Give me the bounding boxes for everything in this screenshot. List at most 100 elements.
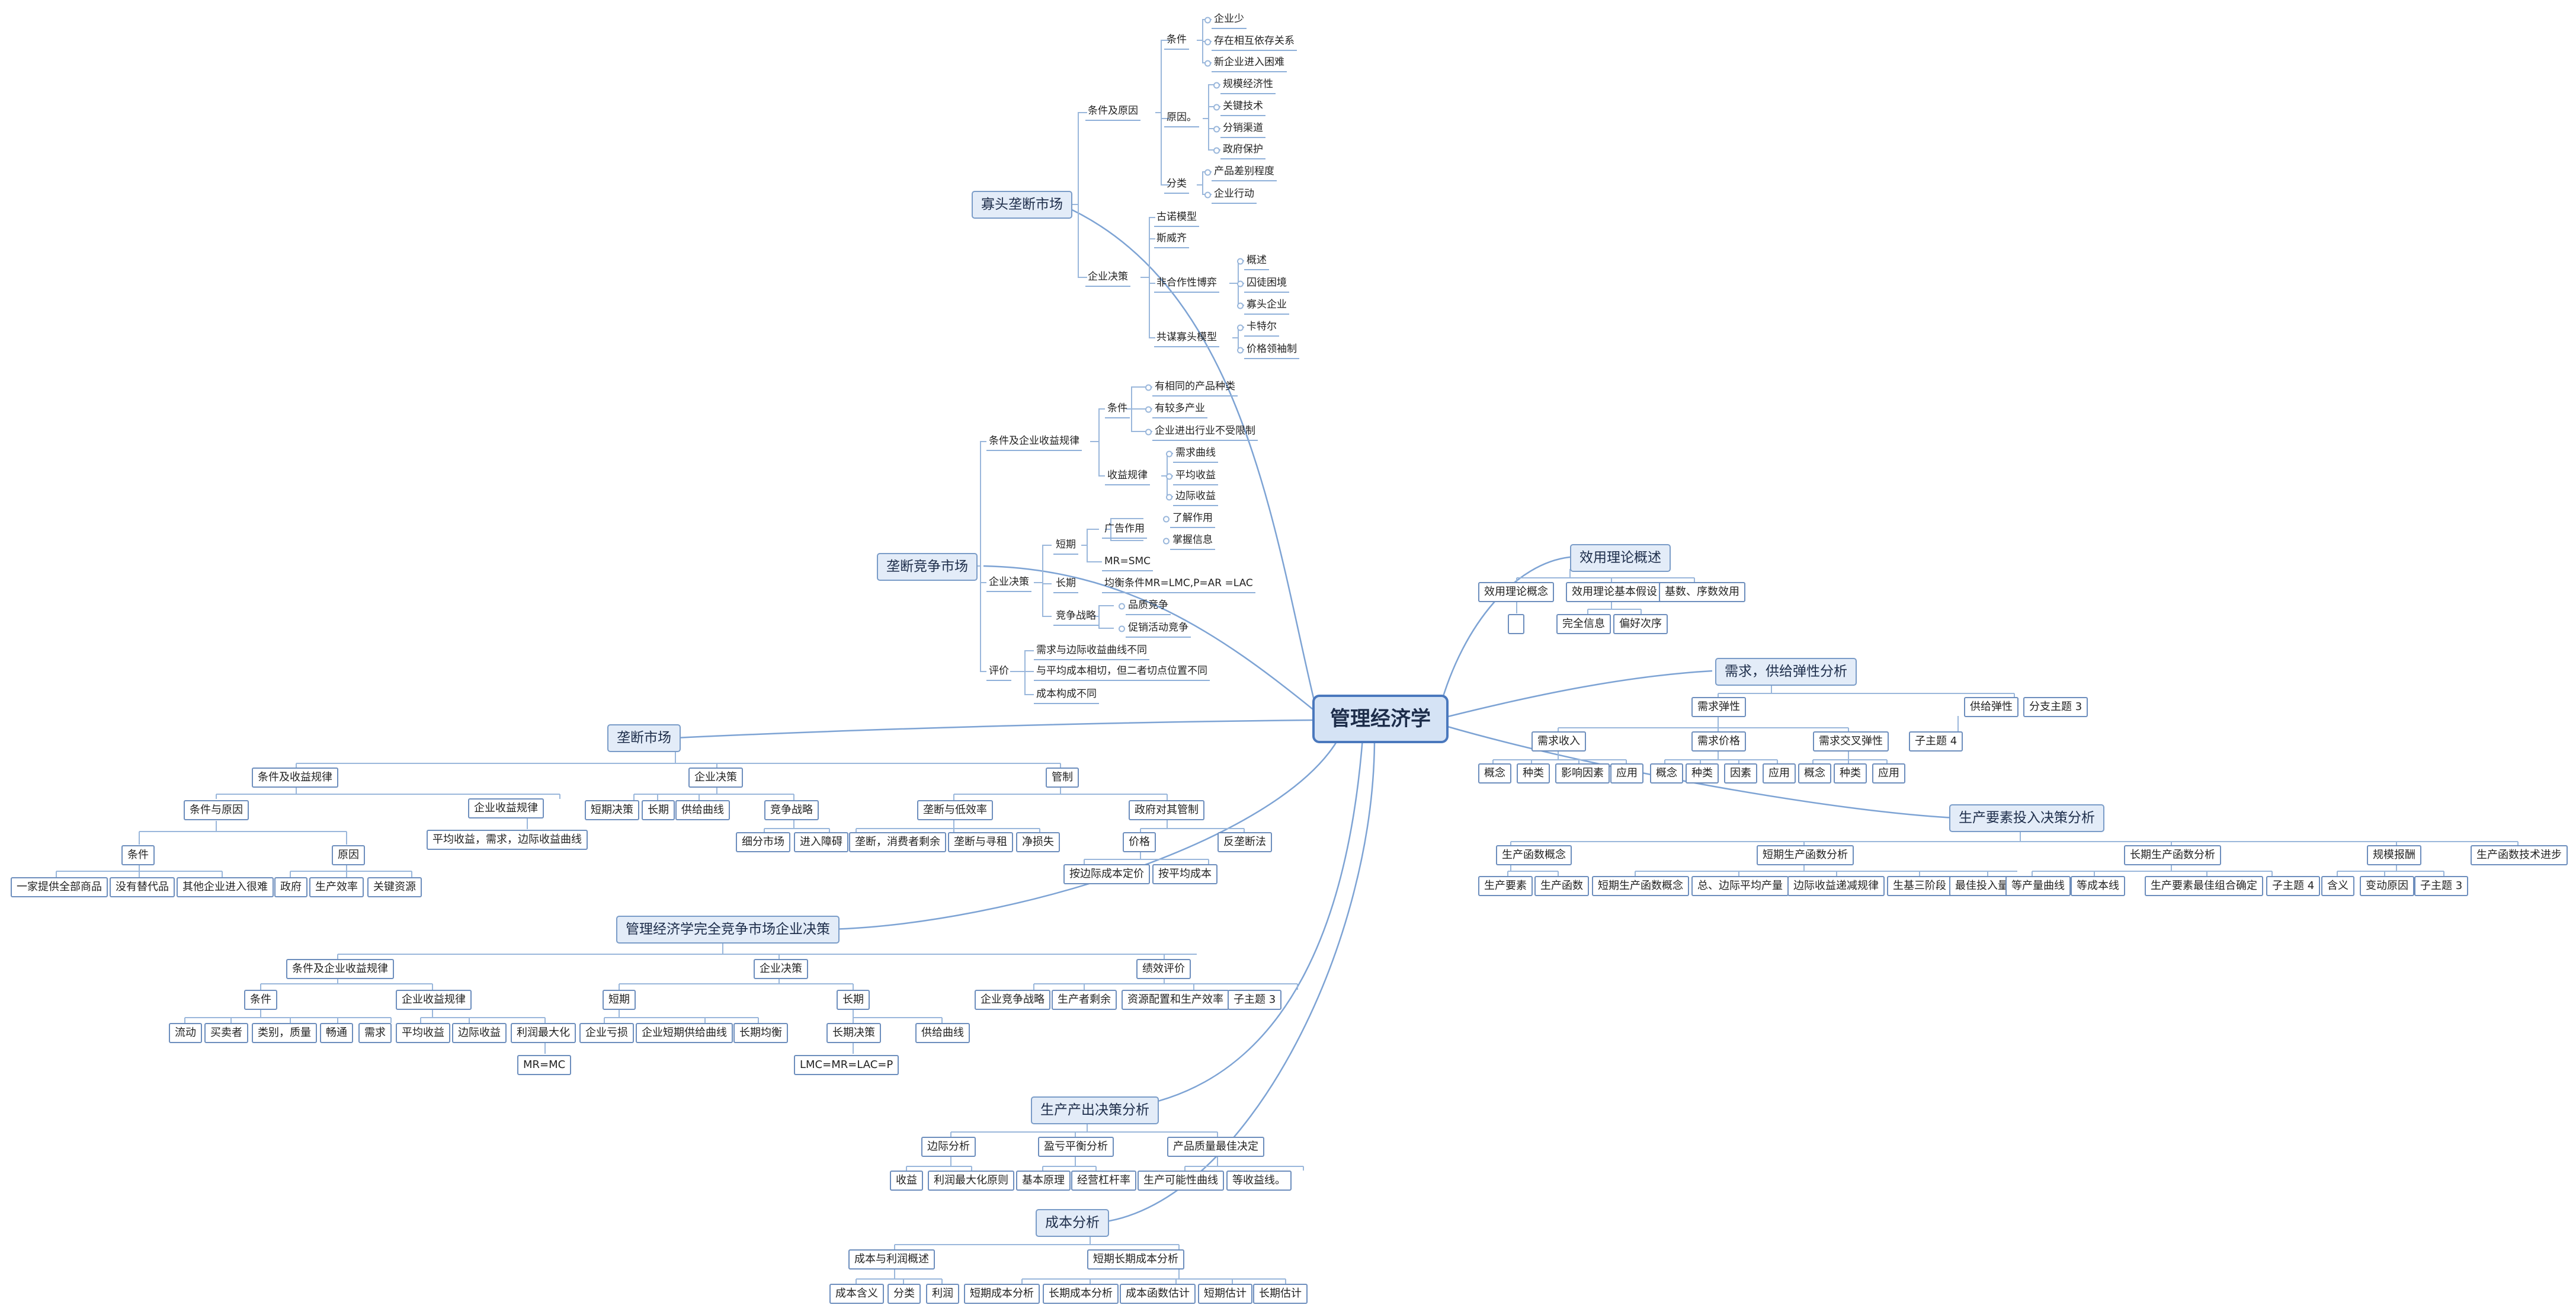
pc-perf-item[interactable]: 生产者剩余 [1052, 990, 1117, 1010]
util-cardinal[interactable]: 基数、序数效用 [1659, 582, 1745, 602]
root-topic[interactable]: 管理经济学 [1312, 695, 1449, 743]
mc-decision[interactable]: 企业决策 [986, 575, 1031, 592]
dem-cross-item[interactable]: 种类 [1834, 763, 1867, 784]
dem-price-item[interactable]: 种类 [1686, 763, 1719, 784]
olig-reason-item[interactable]: 关键技术 [1220, 99, 1265, 116]
mc-eval-item[interactable]: 与平均成本相切，但二者切点位置不同 [1034, 664, 1210, 681]
dem-price-item[interactable]: 因素 [1724, 763, 1757, 784]
main-topic-utility[interactable]: 效用理论概述 [1570, 544, 1671, 572]
cost-sl-item[interactable]: 成本函数估计 [1120, 1284, 1196, 1304]
pc-cond-item[interactable]: 买卖者 [204, 1023, 248, 1043]
olig-sweezy[interactable]: 斯威齐 [1154, 231, 1189, 248]
mono-cond-rev[interactable]: 条件及收益规律 [252, 768, 338, 788]
mc-strategy-item[interactable]: 品质竞争 [1126, 598, 1171, 615]
main-topic-monopoly[interactable]: 垄断市场 [607, 724, 681, 752]
olig-cond-item[interactable]: 企业少 [1212, 12, 1247, 29]
prod-breakeven-item[interactable]: 基本原理 [1016, 1171, 1071, 1191]
olig-noncoop-item[interactable]: 概述 [1244, 253, 1269, 270]
olig-collusion[interactable]: 共谋寡头模型 [1154, 330, 1219, 347]
mc-rev-item[interactable]: 平均收益 [1173, 468, 1218, 485]
mono-rev-item[interactable]: 平均收益，需求，边际收益曲线 [427, 830, 588, 850]
olig-classify-item[interactable]: 产品差别程度 [1212, 164, 1277, 181]
fac-scale-item[interactable]: 子主题 3 [2414, 876, 2469, 896]
dem-income-item[interactable]: 影响因素 [1555, 763, 1610, 784]
fac-long-item[interactable]: 等成本线 [2071, 876, 2125, 896]
mc-rev-item[interactable]: 需求曲线 [1173, 446, 1218, 463]
dem-demand-elastic[interactable]: 需求弹性 [1691, 697, 1746, 717]
pc-supply[interactable]: 供给曲线 [915, 1023, 970, 1043]
mc-short[interactable]: 短期 [1053, 538, 1078, 555]
main-topic-cost-analysis[interactable]: 成本分析 [1036, 1209, 1109, 1237]
mono-cond-item[interactable]: 一家提供全部商品 [11, 877, 108, 897]
mono-regulate[interactable]: 管制 [1046, 768, 1079, 788]
mono-gov[interactable]: 政府对其管制 [1129, 800, 1204, 820]
pc-perf-item[interactable]: 企业竞争战略 [975, 990, 1050, 1010]
olig-decision[interactable]: 企业决策 [1085, 270, 1130, 287]
mono-decision[interactable]: 企业决策 [688, 768, 743, 788]
cost-sl-item[interactable]: 长期成本分析 [1043, 1284, 1119, 1304]
mc-cond[interactable]: 条件 [1105, 401, 1130, 418]
mc-eval-item[interactable]: 需求与边际收益曲线不同 [1034, 643, 1149, 660]
mono-reason[interactable]: 原因 [332, 845, 365, 865]
mc-eval[interactable]: 评价 [986, 664, 1011, 681]
fac-long-item[interactable]: 等产量曲线 [2005, 876, 2071, 896]
mono-efficiency-item[interactable]: 垄断，消费者剩余 [849, 832, 946, 852]
mono-reason-item[interactable]: 关键资源 [367, 877, 422, 897]
util-concept[interactable]: 效用理论概念 [1478, 582, 1554, 602]
olig-noncoop-item[interactable]: 寡头企业 [1244, 298, 1289, 315]
prod-marginal-item[interactable]: 收益 [890, 1171, 923, 1191]
dem-income-item[interactable]: 种类 [1517, 763, 1550, 784]
olig-cond-reason[interactable]: 条件及原因 [1085, 104, 1140, 121]
cost-overview-item[interactable]: 分类 [887, 1284, 921, 1304]
mono-efficiency-item[interactable]: 净损失 [1016, 832, 1060, 852]
pc-perf-eval[interactable]: 绩效评价 [1136, 959, 1191, 979]
main-topic-monopolistic-competition[interactable]: 垄断竞争市场 [877, 553, 978, 581]
fac-concept-item[interactable]: 生产要素 [1478, 876, 1533, 896]
dem-supply-elastic[interactable]: 供给弹性 [1964, 697, 2018, 717]
pc-cond-item[interactable]: 需求 [358, 1023, 392, 1043]
mc-cond-item[interactable]: 有较多产业 [1152, 401, 1207, 418]
cost-sl-item[interactable]: 长期估计 [1253, 1284, 1308, 1304]
fac-tech[interactable]: 生产函数技术进步 [2471, 845, 2568, 865]
mono-strategy-item[interactable]: 细分市场 [736, 832, 790, 852]
prod-marginal[interactable]: 边际分析 [921, 1137, 976, 1157]
pc-perf-item[interactable]: 子主题 3 [1228, 990, 1282, 1010]
cost-sl[interactable]: 短期长期成本分析 [1087, 1249, 1184, 1270]
olig-cournot[interactable]: 古诺模型 [1154, 210, 1199, 227]
pc-long[interactable]: 长期 [837, 990, 870, 1010]
pc-cond-item[interactable]: 流动 [169, 1023, 202, 1043]
pc-short[interactable]: 短期 [603, 990, 636, 1010]
pc-short-item[interactable]: 企业亏损 [579, 1023, 634, 1043]
mono-cond-reason[interactable]: 条件与原因 [184, 800, 249, 820]
olig-classify[interactable]: 分类 [1164, 177, 1189, 194]
pc-mr-mc[interactable]: MR=MC [517, 1055, 572, 1075]
olig-reason-item[interactable]: 分销渠道 [1220, 121, 1265, 138]
mono-decision-item[interactable]: 长期 [642, 800, 675, 820]
pc-short-item[interactable]: 长期均衡 [733, 1023, 788, 1043]
pc-perf-item[interactable]: 资源配置和生产效率 [1122, 990, 1229, 1010]
dem-cross[interactable]: 需求交叉弹性 [1813, 731, 1889, 752]
olig-collusion-item[interactable]: 卡特尔 [1244, 319, 1279, 337]
mono-decision-item[interactable]: 短期决策 [585, 800, 639, 820]
mono-reason-item[interactable]: 生产效率 [309, 877, 364, 897]
prod-breakeven-item[interactable]: 经营杠杆率 [1071, 1171, 1136, 1191]
cost-overview-item[interactable]: 利润 [926, 1284, 959, 1304]
main-topic-perfect-competition[interactable]: 管理经济学完全竞争市场企业决策 [616, 916, 840, 944]
mono-efficiency-item[interactable]: 垄断与寻租 [948, 832, 1013, 852]
mc-cond-item[interactable]: 有相同的产品种类 [1152, 379, 1238, 397]
dem-sub3[interactable]: 分支主题 3 [2023, 697, 2088, 717]
mono-decision-item[interactable]: 供给曲线 [675, 800, 730, 820]
mc-long-eq[interactable]: 均衡条件MR=LMC,P=AR =LAC [1102, 576, 1255, 593]
fac-scale-item[interactable]: 变动原因 [2360, 876, 2414, 896]
mono-gov-item[interactable]: 反垄断法 [1217, 832, 1272, 852]
cost-overview[interactable]: 成本与利润概述 [848, 1249, 935, 1270]
cost-sl-item[interactable]: 短期成本分析 [964, 1284, 1040, 1304]
util-basic-item[interactable]: 偏好次序 [1613, 614, 1668, 634]
fac-short-item[interactable]: 总、边际平均产量 [1691, 876, 1789, 896]
mc-ad-item[interactable]: 掌握信息 [1170, 533, 1215, 550]
pc-rev-item[interactable]: 利润最大化 [511, 1023, 576, 1043]
prod-optimal[interactable]: 产品质量最佳决定 [1167, 1137, 1264, 1157]
fac-short-item[interactable]: 最佳投入量 [1949, 876, 2014, 896]
mc-rev-rule[interactable]: 收益规律 [1105, 468, 1150, 485]
mc-strategy[interactable]: 竞争战略 [1053, 609, 1098, 626]
